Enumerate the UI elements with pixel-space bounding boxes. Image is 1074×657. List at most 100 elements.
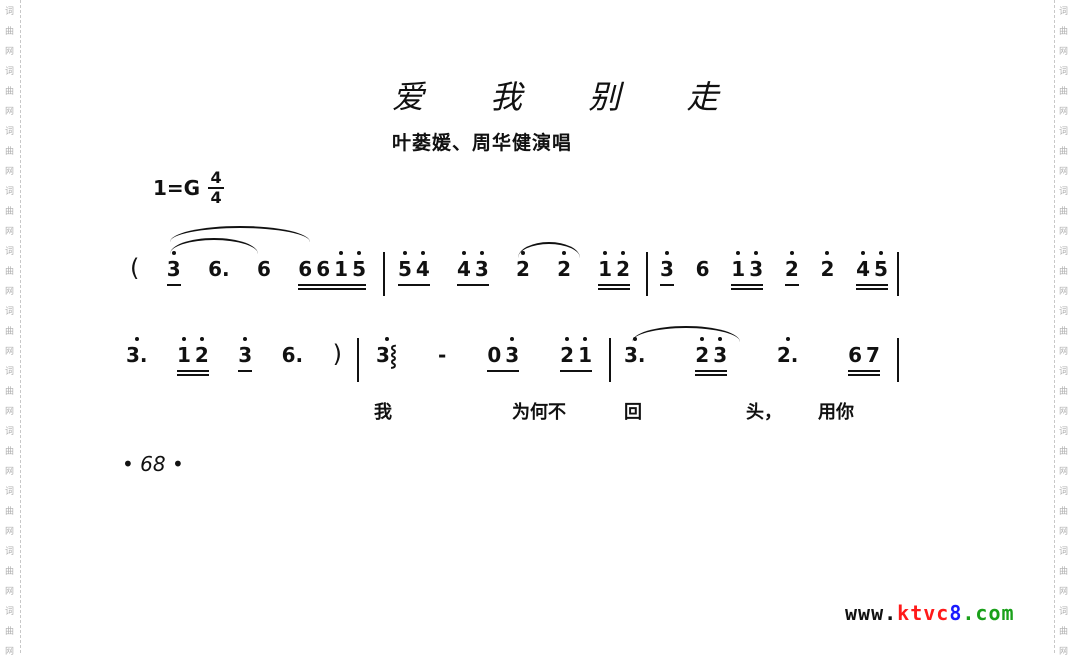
watermark-char: 网 <box>1059 467 1069 477</box>
song-title: 爱 我 别 走 <box>392 78 747 116</box>
note: 3. <box>126 336 148 366</box>
barline <box>897 338 899 382</box>
watermark-char: 网 <box>5 347 15 357</box>
note: 3 <box>749 250 763 280</box>
watermark-char: 词 <box>5 247 15 257</box>
note: 5 <box>398 250 412 280</box>
note: 3 <box>475 250 489 280</box>
note: 1 <box>578 336 592 366</box>
note: 3 <box>505 336 519 366</box>
watermark-char: 网 <box>5 407 15 417</box>
watermark-char: 曲 <box>5 267 15 277</box>
watermark-char: 曲 <box>5 147 15 157</box>
note: 3 <box>238 336 252 366</box>
lyric: 用你 <box>818 402 854 423</box>
watermark-char: 词 <box>5 367 15 377</box>
note: 1 <box>334 250 348 280</box>
watermark-char: 词 <box>5 427 15 437</box>
note-group: 6 <box>696 250 710 284</box>
note: 4 <box>856 250 870 280</box>
watermark-char: 曲 <box>1059 27 1069 37</box>
watermark-char: 网 <box>1059 287 1069 297</box>
watermark-char: 词 <box>1059 547 1069 557</box>
watermark-char: 网 <box>1059 227 1069 237</box>
watermark-char: 曲 <box>5 27 15 37</box>
watermark-char: 网 <box>1059 107 1069 117</box>
note: 3 <box>660 250 674 280</box>
barline <box>609 338 611 382</box>
watermark-char: 词 <box>5 307 15 317</box>
note: 3⸾ <box>376 336 397 366</box>
slur <box>518 242 580 258</box>
lyric: 回 <box>624 402 642 423</box>
watermark-char: 曲 <box>5 507 15 517</box>
lyric: 为何不 <box>512 402 566 423</box>
watermark-char: 网 <box>5 467 15 477</box>
watermark-char: 曲 <box>5 627 15 637</box>
lyric: 头， <box>746 402 782 423</box>
slur <box>170 238 258 254</box>
watermark-char: 曲 <box>1059 87 1069 97</box>
time-bottom: 4 <box>210 188 222 207</box>
watermark-char: 网 <box>5 227 15 237</box>
watermark-char: 网 <box>5 167 15 177</box>
note: 2 <box>195 336 209 366</box>
time-top: 4 <box>210 168 222 187</box>
site-logo: www.ktvc8.com <box>845 601 1015 625</box>
watermark-char: 词 <box>1059 367 1069 377</box>
watermark-char: 曲 <box>1059 147 1069 157</box>
note-group: 2. <box>777 336 798 370</box>
watermark-char: 网 <box>5 47 15 57</box>
watermark-char: 曲 <box>5 327 15 337</box>
note: 2 <box>820 250 834 280</box>
slur <box>632 326 740 342</box>
watermark-char: 曲 <box>5 447 15 457</box>
note-group: 3. <box>126 336 148 370</box>
note: 0 <box>487 343 502 367</box>
barline <box>357 338 359 382</box>
note: 1 <box>177 336 191 366</box>
note: - <box>438 343 447 367</box>
note: 6 <box>695 257 710 281</box>
watermark-char: 网 <box>1059 167 1069 177</box>
slur <box>170 226 310 242</box>
barline <box>646 252 648 296</box>
watermark-char: 曲 <box>1059 507 1069 517</box>
note: 4 <box>457 250 471 280</box>
watermark-char: 词 <box>5 487 15 497</box>
watermark-char: 网 <box>1059 47 1069 57</box>
key-signature: 1=G 4 4 <box>153 168 225 207</box>
watermark-char: 网 <box>1059 647 1069 657</box>
note-group: ( <box>130 250 139 286</box>
watermark-char: 曲 <box>5 387 15 397</box>
note: 6 <box>848 343 863 367</box>
note-group: 2 <box>784 250 799 286</box>
note: 6 <box>316 257 331 281</box>
note: 5 <box>874 250 888 280</box>
note: 6. <box>281 343 304 367</box>
time-signature: 4 4 <box>208 168 225 207</box>
watermark-char: 词 <box>1059 187 1069 197</box>
watermark-char: 词 <box>1059 247 1069 257</box>
watermark-char: 网 <box>5 647 15 657</box>
note-group: ) <box>333 336 342 372</box>
barline <box>383 252 385 296</box>
watermark-char: 词 <box>5 547 15 557</box>
note: 2 <box>785 250 799 280</box>
parenthesis: ) <box>332 340 342 368</box>
watermark-char: 曲 <box>1059 267 1069 277</box>
note-group: - <box>438 336 446 370</box>
watermark-char: 词 <box>5 187 15 197</box>
